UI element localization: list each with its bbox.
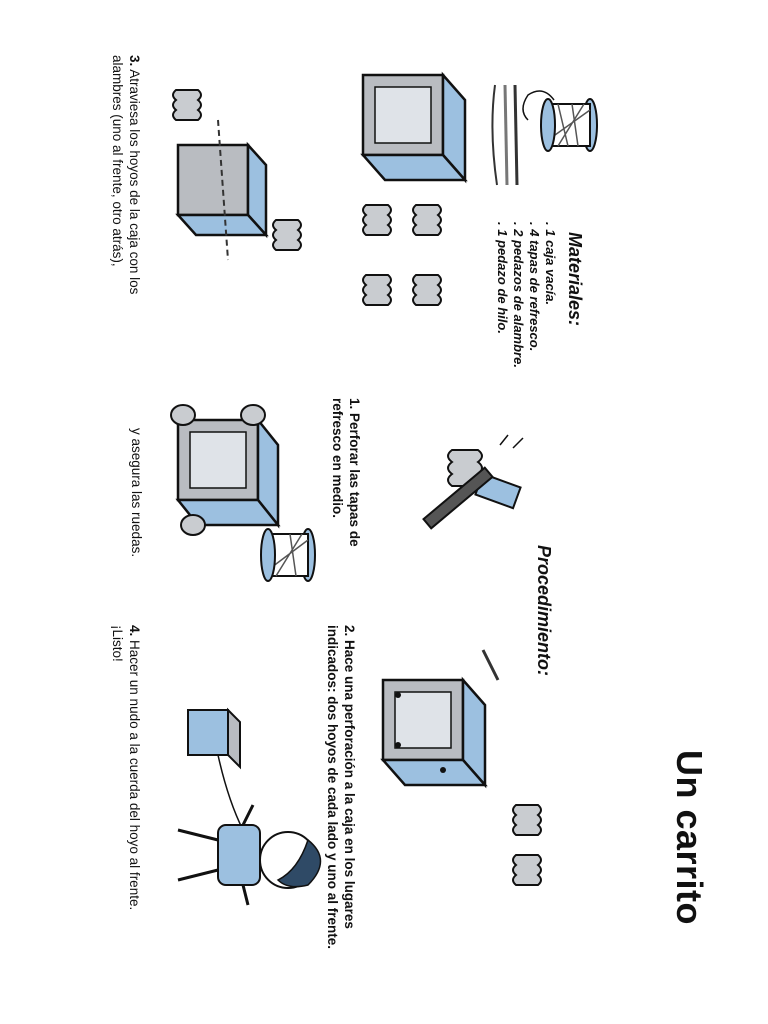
- cap-icon: [172, 89, 202, 121]
- step-4-number: 4.: [127, 625, 142, 637]
- child-with-car-icon: [177, 707, 322, 906]
- step-1-text: 1. Perforar las tapas de refresco en med…: [330, 398, 362, 547]
- cap-icon: [272, 219, 302, 251]
- wired-box-icon: [175, 119, 269, 261]
- spool-icon: [260, 528, 316, 582]
- step-4-body: Hacer un nudo a la cuerda del hoyo al fr…: [110, 625, 142, 911]
- box-icon: [360, 71, 468, 184]
- car-icon: [170, 404, 281, 536]
- page-title: Un carrito: [669, 750, 710, 926]
- step-3-number: 3.: [127, 55, 142, 67]
- step-3-continued: y asegura las ruedas.: [129, 428, 144, 558]
- materials-item: . 1 pedazo de hilo.: [495, 222, 510, 334]
- bottle-caps-icon: [362, 204, 442, 306]
- spool-icon: [522, 90, 598, 152]
- caps-pair-icon: [512, 804, 542, 886]
- materials-item: . 2 pedazos de alambre.: [511, 222, 526, 368]
- wire-icon: [491, 84, 519, 186]
- materials-item: . 1 caja vacía.: [543, 222, 558, 306]
- procedure-heading: Procedimiento:: [534, 545, 554, 677]
- materials-item: . 4 tapas de refresco.: [527, 222, 542, 352]
- drilled-box-icon: [380, 649, 500, 789]
- step-4-text: 4. Hacer un nudo a la cuerda del hoyo al…: [109, 625, 143, 945]
- materials-heading: Materiales:: [565, 232, 585, 327]
- materials-list: . 1 caja vacía. . 4 tapas de refresco. .…: [494, 222, 558, 368]
- hammer-icon: [422, 434, 524, 530]
